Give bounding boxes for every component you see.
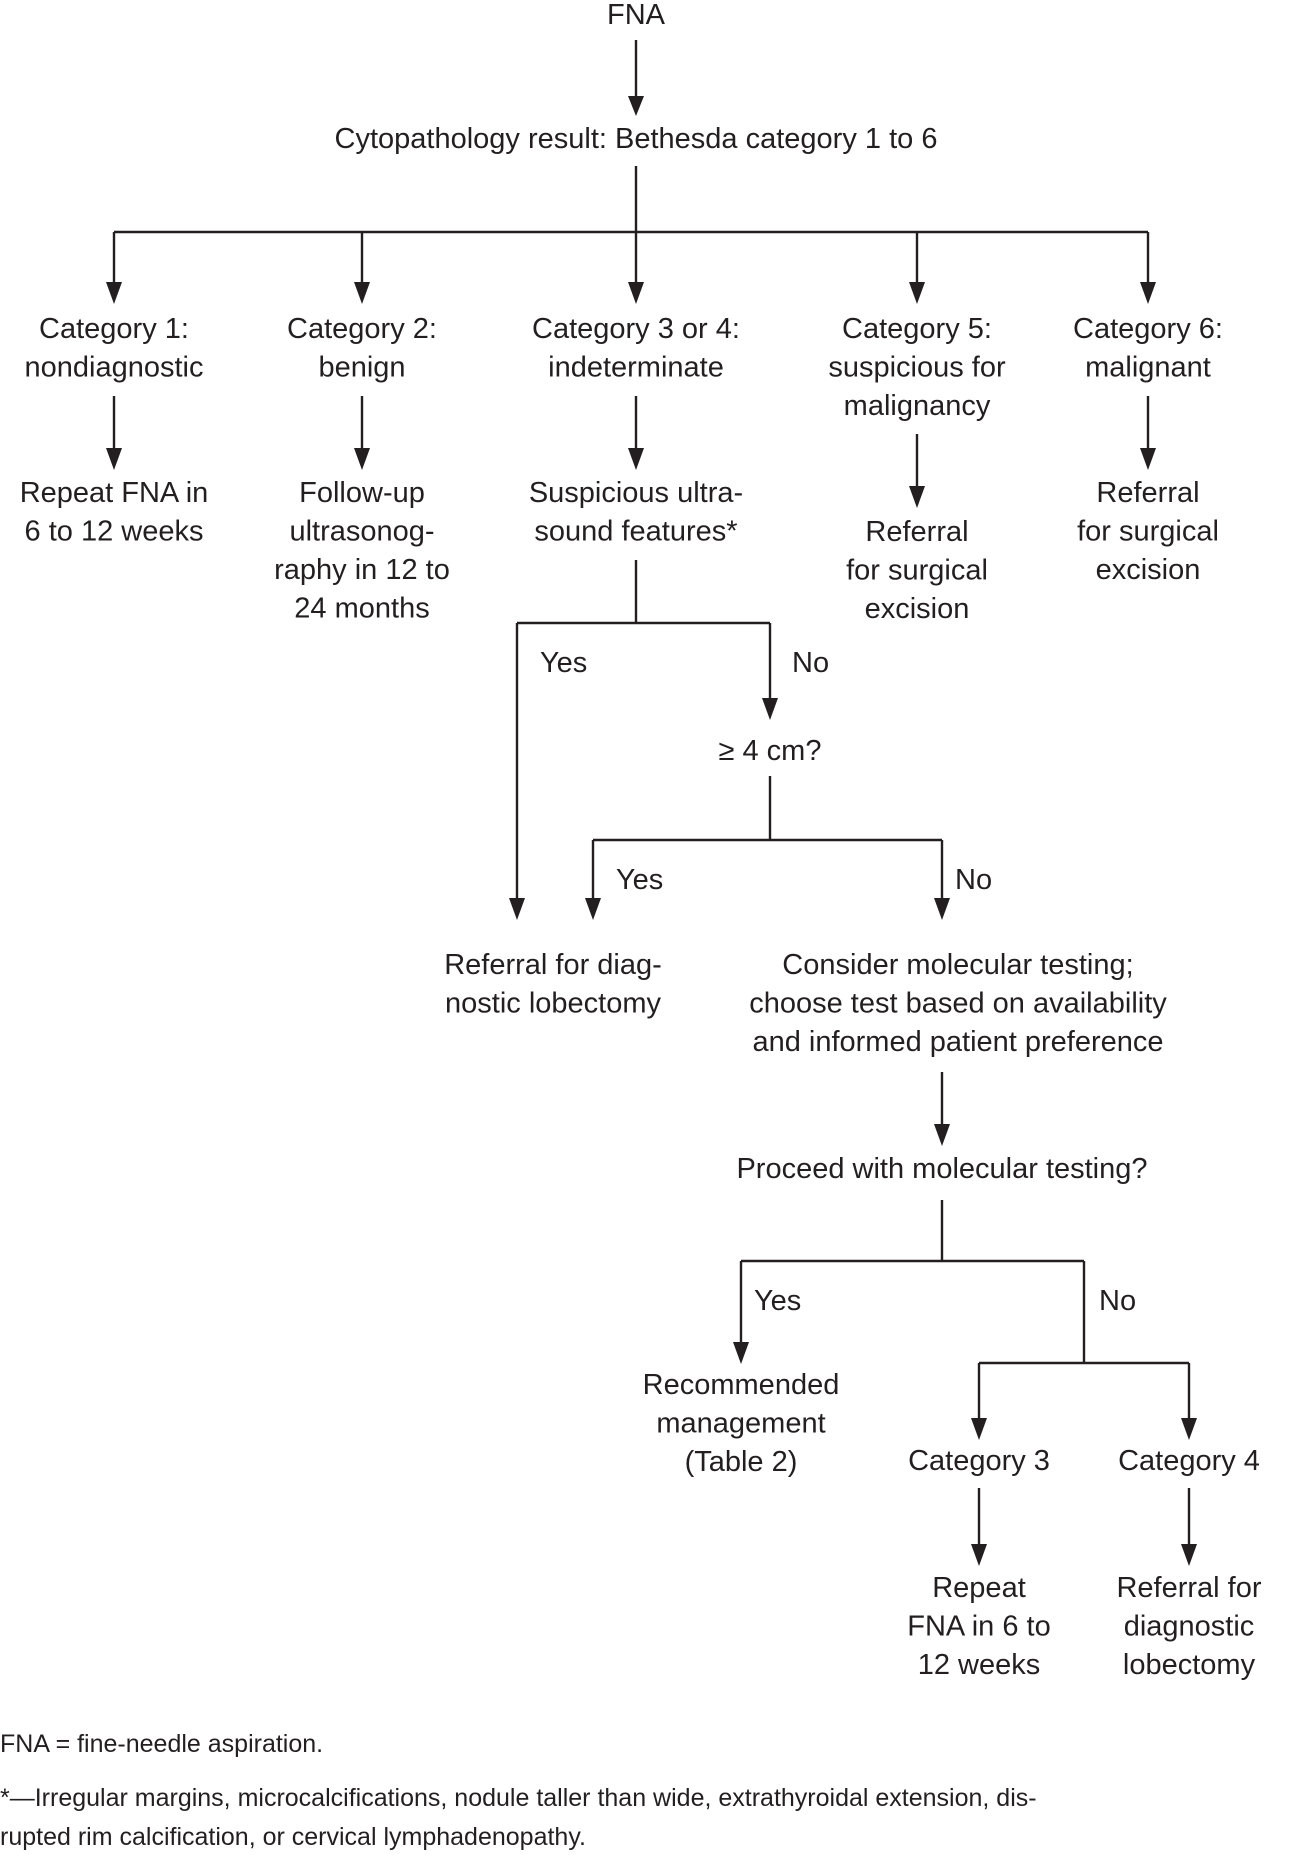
label-size-yes: Yes [616,864,663,896]
text-line: 24 months [294,593,429,625]
connectors [106,40,1197,1566]
arrowhead [909,282,925,304]
footnote-asterisk-line-1: *—Irregular margins, microcalcifications… [0,1784,1037,1812]
node-recommended-management: Recommended management (Table 2) [643,1369,840,1478]
text-line: Repeat [932,1572,1026,1604]
arrowhead [1181,1544,1197,1566]
label-proceed-yes: Yes [754,1285,801,1317]
arrowhead [934,1124,950,1146]
label-proceed-no: No [1099,1285,1136,1317]
text-line: Referral for [1116,1572,1261,1604]
label-size-no: No [955,864,992,896]
text-line: Referral [1096,477,1199,509]
text-line: Consider molecular testing; [782,949,1133,981]
text-line: nostic lobectomy [445,988,661,1020]
text-line: excision [865,593,970,625]
node-category-1: Category 1: nondiagnostic [25,313,204,384]
text-line: Repeat FNA in [20,477,209,509]
text-line: Suspicious ultra- [529,477,743,509]
arrowhead [509,898,525,920]
text-line: diagnostic [1124,1611,1255,1643]
text-line: lobectomy [1123,1649,1256,1681]
arrowhead [971,1544,987,1566]
node-category-3: Category 3 [908,1445,1050,1477]
arrowhead [628,282,644,304]
footnote-abbreviation: FNA = fine-needle aspiration. [0,1730,323,1758]
arrowhead [762,698,778,720]
text-line: raphy in 12 to [274,554,450,586]
text-line: malignant [1085,352,1211,384]
text-line: nondiagnostic [25,352,204,384]
text-line: Category 6: [1073,313,1223,345]
text-line: FNA in 6 to [907,1611,1050,1643]
text-line: for surgical [846,555,988,587]
arrowhead [354,448,370,470]
text-line: Category 1: [39,313,189,345]
text-line: Category 2: [287,313,437,345]
arrowhead [934,898,950,920]
arrowhead [106,448,122,470]
text-line: suspicious for [828,352,1006,384]
text-line: indeterminate [548,352,724,384]
footnote-asterisk-line-2: rupted rim calcification, or cervical ly… [0,1823,586,1851]
arrowhead [628,448,644,470]
node-consider-molecular: Consider molecular testing; choose test b… [749,949,1167,1058]
node-category-5: Category 5: suspicious for malignancy [828,313,1006,422]
text-line: benign [318,352,405,384]
node-size-question: ≥ 4 cm? [719,735,822,767]
text-line: Recommended [643,1369,840,1401]
text-line: (Table 2) [685,1446,798,1478]
node-diagnostic-lobectomy: Referral for diag-nostic lobectomy [444,949,662,1020]
arrowhead [1181,1418,1197,1440]
node-category-2: Category 2: benign [287,313,437,384]
arrowhead [909,486,925,508]
node-cytopathology-result: Cytopathology result: Bethesda category … [335,123,938,155]
node-repeat-fna: Repeat FNA in 6 to 12 weeks [20,477,209,548]
label-us-no: No [792,647,829,679]
label-us-yes: Yes [540,647,587,679]
text-line: Referral for diag- [444,949,662,981]
node-fna: FNA [607,0,666,31]
node-category-3-4: Category 3 or 4: indeterminate [532,313,740,384]
arrowhead [1140,282,1156,304]
arrowhead [106,282,122,304]
text-line: 6 to 12 weeks [25,516,204,548]
text-line: malignancy [844,390,991,422]
text-line: sound features* [534,516,737,548]
node-category-4: Category 4 [1118,1445,1260,1477]
text-line: excision [1096,554,1201,586]
node-category-6: Category 6: malignant [1073,313,1223,384]
node-cat5-referral: Referral for surgical excision [846,516,988,625]
text-line: and informed patient preference [752,1026,1163,1058]
arrowhead [628,96,644,116]
text-line: Follow-up [299,477,425,509]
node-cat4-referral: Referral for diagnostic lobectomy [1116,1572,1261,1681]
text-line: 12 weeks [918,1649,1041,1681]
text-line: management [656,1408,825,1440]
arrowhead [585,898,601,920]
arrowhead [1140,448,1156,470]
node-proceed-question: Proceed with molecular testing? [736,1153,1147,1185]
text-line: for surgical [1077,516,1219,548]
arrowhead [354,282,370,304]
arrowhead [971,1418,987,1440]
node-suspicious-us: Suspicious ultra-sound features* [529,477,743,548]
node-labels: FNA Cytopathology result: Bethesda categ… [20,0,1262,1681]
text-line: ultrasonog- [289,516,434,548]
node-cat6-referral: Referral for surgical excision [1077,477,1219,586]
text-line: Referral [865,516,968,548]
text-line: Category 3 or 4: [532,313,740,345]
text-line: choose test based on availability [749,988,1167,1020]
node-follow-up-us: Follow-up ultrasonog-raphy in 12 to 24 mon… [274,477,450,625]
text-line: Category 5: [842,313,992,345]
arrowhead [733,1342,749,1364]
footnotes: FNA = fine-needle aspiration. *—Irregula… [0,1730,1037,1851]
